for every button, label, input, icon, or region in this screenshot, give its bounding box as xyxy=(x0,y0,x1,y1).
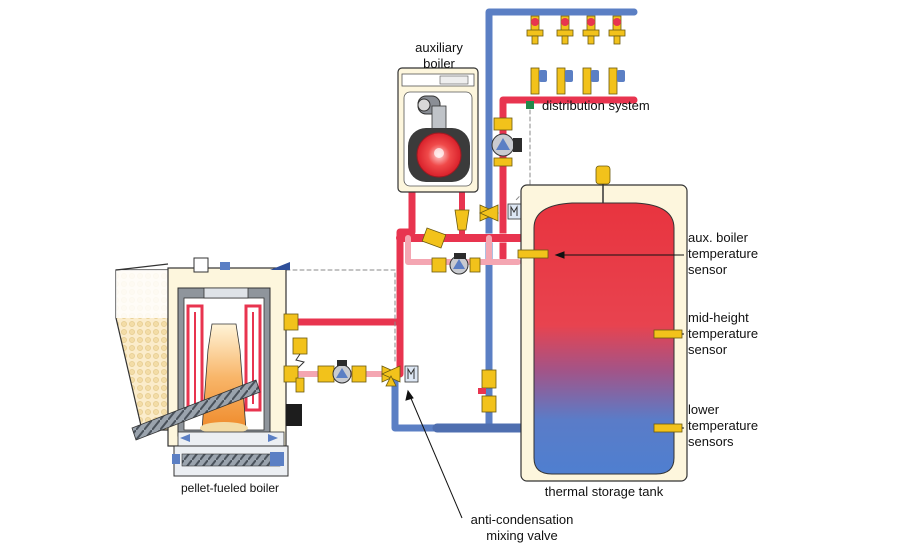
lower-sensor-well xyxy=(653,423,683,433)
distribution-manifold-bottom xyxy=(526,67,625,109)
tank-air-vent xyxy=(595,165,611,185)
sensor-wire-pellet xyxy=(285,269,396,363)
mid-sensor-well xyxy=(653,329,683,339)
auxiliary-boiler xyxy=(397,67,479,193)
aux-sensor-label-line-3: sensor xyxy=(688,262,728,277)
mid-sensor-label-line-3: sensor xyxy=(688,342,728,357)
tank-water xyxy=(533,202,675,475)
lower-sensor-label: lower temperature sensors xyxy=(688,402,758,450)
aux-return-check-valve xyxy=(454,209,470,231)
distribution-manifold-top xyxy=(526,15,626,45)
pellet-return-group xyxy=(317,360,419,387)
lower-sensor-label-line-1: lower xyxy=(688,402,720,417)
riser-lower-valves xyxy=(478,369,497,413)
mid-sensor-label-line-1: mid-height xyxy=(688,310,749,325)
mid-sensor-label-line-2: temperature xyxy=(688,326,759,341)
lower-sensor-label-line-3: sensors xyxy=(688,434,734,449)
aux-sensor-well xyxy=(517,249,549,259)
distribution-hot-line xyxy=(499,96,638,262)
aux-boiler-label-line-2: boiler xyxy=(423,56,455,71)
aux-pale-loop xyxy=(405,235,521,265)
zone-valve-top-3 xyxy=(582,15,600,45)
zone-valve-bottom-2 xyxy=(556,67,573,95)
aux-sensor-label: aux. boiler temperature sensor xyxy=(688,230,758,278)
sensor-wire-distribution xyxy=(515,109,531,201)
leader-lines xyxy=(405,251,684,519)
zone-valve-top-2 xyxy=(556,15,574,45)
aux-boiler-label-line-1: auxiliary xyxy=(415,40,463,55)
boiler-control xyxy=(286,404,302,426)
lower-sensor-label-line-2: temperature xyxy=(688,418,759,433)
tank-cool-return xyxy=(391,376,538,432)
mixing-valve-label: anti-condensation mixing valve xyxy=(452,512,592,544)
mid-sensor-label: mid-height temperature sensor xyxy=(688,310,758,358)
aux-sensor-label-line-2: temperature xyxy=(688,246,759,261)
distribution-circulator xyxy=(491,117,522,167)
mixing-valve-label-line-2: mixing valve xyxy=(486,528,558,543)
zone-valve-bottom-4 xyxy=(608,67,625,95)
aux-boiler-label: auxiliary boiler xyxy=(404,40,474,72)
aux-sensor-label-line-1: aux. boiler xyxy=(688,230,748,245)
zone-valve-bottom-1 xyxy=(530,67,547,95)
mixing-valve-label-line-1: anti-condensation xyxy=(470,512,574,527)
zone-valve-top-4 xyxy=(608,15,626,45)
zone-valve-top-1 xyxy=(526,15,544,45)
tank-label: thermal storage tank xyxy=(544,484,664,499)
pellet-boiler xyxy=(115,257,308,477)
mixing-valve-leader xyxy=(409,395,463,519)
thermal-storage-tank xyxy=(517,165,688,482)
aux-boiler-valves xyxy=(421,209,481,275)
zone-valve-bottom-3 xyxy=(582,67,599,95)
distribution-sensor xyxy=(526,101,534,109)
distribution-label: distribution system xyxy=(542,98,650,113)
pellet-boiler-label: pellet-fueled boiler xyxy=(180,481,280,495)
feed-auger xyxy=(131,379,261,441)
